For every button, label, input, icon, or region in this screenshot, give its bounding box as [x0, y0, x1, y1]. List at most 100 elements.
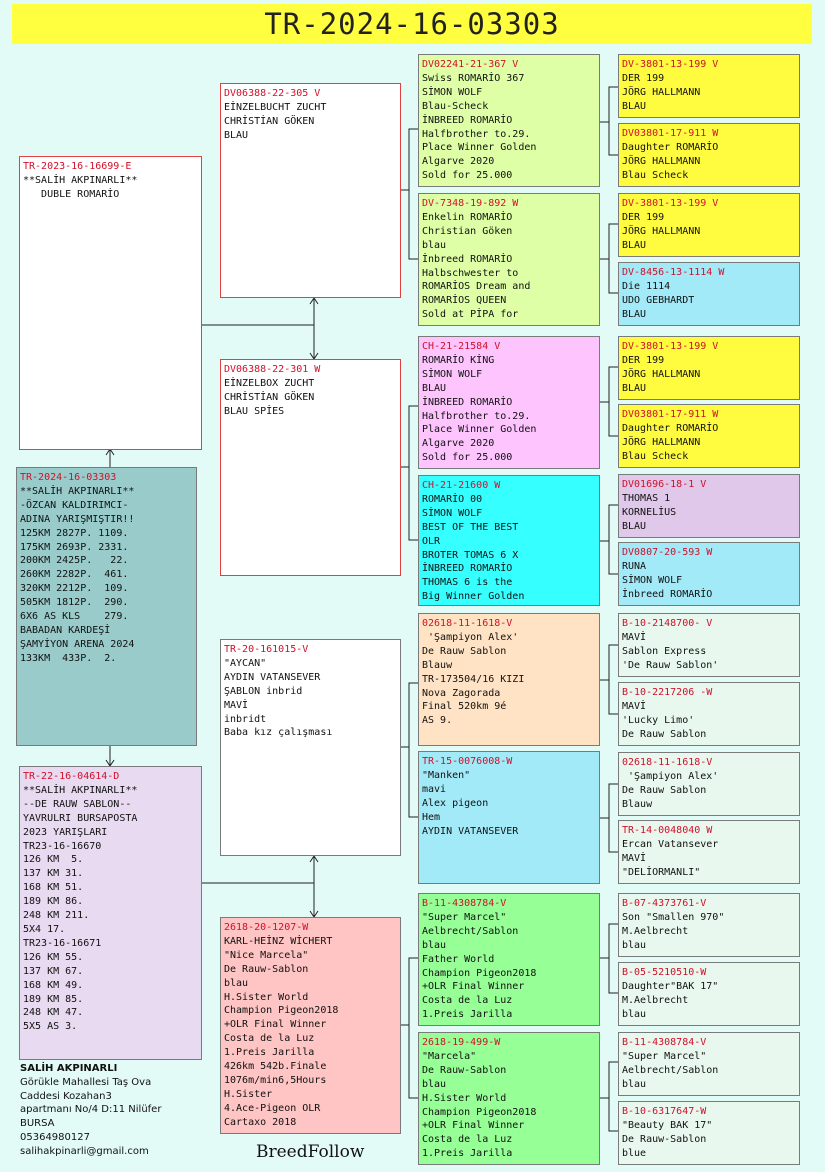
pedigree-line: BROTER TOMAS 6 X — [422, 549, 519, 561]
pedigree-line: BEST OF THE BEST — [422, 521, 519, 533]
pedigree-subject[interactable]: TR-2024-16-03303**SALİH AKPINARLI**-ÖZCA… — [16, 467, 197, 746]
pedigree-gen3-7[interactable]: B-11-4308784-V"Super Marcel"Aelbrecht/Sa… — [418, 893, 600, 1026]
pedigree-gen4-15[interactable]: B-11-4308784-V"Super Marcel"Aelbrecht/Sa… — [618, 1032, 800, 1096]
pedigree-line: Sold for 25.000 — [422, 452, 513, 464]
pedigree-line: KORNELİUS — [622, 506, 677, 518]
ring-number: DV06388-22-305 V — [224, 88, 321, 99]
pedigree-line: 175KM 2693P. 2331. — [20, 541, 129, 553]
pedigree-line: 248 KM 47. — [23, 1007, 84, 1019]
pedigree-line: Algarve 2020 — [422, 438, 495, 450]
pedigree-gen3-5[interactable]: 02618-11-1618-V 'Şampiyon Alex'De Rauw S… — [418, 613, 600, 746]
pedigree-line: De Rauw Sablon — [622, 784, 707, 796]
pedigree-line: De Rauw-Sablon — [622, 1133, 707, 1145]
pedigree-line: 168 KM 51. — [23, 882, 84, 894]
ring-number: B-10-2217206 -W — [622, 687, 713, 698]
pedigree-line: SİMON WOLF — [422, 368, 483, 380]
pedigree-line: 137 KM 31. — [23, 868, 84, 880]
pedigree-gen4-11[interactable]: 02618-11-1618-V 'Şampiyon Alex'De Rauw S… — [618, 752, 800, 816]
ring-number: B-10-2148700- V — [622, 618, 713, 629]
pedigree-line: Die 1114 — [622, 280, 671, 292]
pedigree-line: AS 9. — [422, 715, 453, 727]
pedigree-line: THOMAS 1 — [622, 492, 671, 504]
pedigree-line: ŞAMYİYON ARENA 2024 — [20, 638, 135, 650]
pedigree-line: Champion Pigeon2018 — [422, 1106, 537, 1118]
pedigree-line: Cartaxo 2018 — [224, 1116, 297, 1128]
pedigree-line: BLAU — [622, 308, 647, 320]
pedigree-line: Aelbrecht/Sablon — [622, 1064, 719, 1076]
brand-logo: BreedFollow — [256, 1142, 365, 1162]
pedigree-line: --DE RAUW SABLON-- — [23, 798, 132, 810]
owner-phone: 05364980127 — [20, 1131, 90, 1143]
ring-number: TR-14-0048040 W — [622, 825, 713, 836]
pedigree-line: H.Sister World — [422, 1092, 507, 1104]
pedigree-line: BABADAN KARDEŞİ — [20, 624, 111, 636]
ring-number: CH-21-21584 V — [422, 341, 501, 352]
owner-line: Görükle Mahallesi Taş Ova — [20, 1076, 152, 1088]
pedigree-line: Big Winner Golden — [422, 591, 525, 603]
pedigree-line: 1076m/min6,5Hours — [224, 1074, 327, 1086]
owner-email[interactable]: salihakpinarli@gmail.com — [20, 1145, 149, 1157]
pedigree-line: ADINA YARIŞMIŞTIR!! — [20, 513, 135, 525]
pedigree-line: Sablon Express — [622, 645, 707, 657]
pedigree-line: AYDIN VATANSEVER — [224, 671, 321, 683]
ring-number: B-05-5210510-W — [622, 967, 707, 978]
pedigree-line: 133KM 433P. 2. — [20, 652, 117, 664]
pedigree-line: Aelbrecht/Sablon — [422, 925, 519, 937]
pedigree-dam[interactable]: TR-22-16-04614-D**SALİH AKPINARLI**--DE … — [19, 766, 202, 1060]
pedigree-line: blau — [422, 239, 447, 251]
pedigree-line: "Manken" — [422, 769, 471, 781]
ring-number: B-10-6317647-W — [622, 1106, 707, 1117]
ring-number: 2618-19-499-W — [422, 1037, 501, 1048]
pedigree-line: CHRİSTİAN GÖKEN — [224, 115, 315, 127]
ring-number: CH-21-21600 W — [422, 480, 501, 491]
pedigree-line: "Marcela" — [422, 1050, 477, 1062]
pedigree-line: İNBREED ROMARİO — [422, 114, 513, 126]
pedigree-line: 126 KM 5. — [23, 854, 84, 866]
ring-number: DV06388-22-301 W — [224, 364, 321, 375]
ring-number: DV-7348-19-892 W — [422, 198, 519, 209]
pedigree-line: 5X5 AS 3. — [23, 1021, 78, 1033]
ring-number: TR-2023-16-16699-E — [23, 161, 132, 172]
pedigree-line: Costa de la Luz — [224, 1033, 315, 1045]
pedigree-line: inbridt — [224, 713, 267, 725]
pedigree-sire[interactable]: TR-2023-16-16699-E**SALİH AKPINARLI** DU… — [19, 156, 202, 450]
pedigree-line: 126 KM 55. — [23, 951, 84, 963]
pedigree-line: YAVRULRI BURSAPOSTA — [23, 812, 138, 824]
pedigree-line: Blau Scheck — [622, 450, 689, 462]
pedigree-gen4-16[interactable]: B-10-6317647-W"Beauty BAK 17"De Rauw-Sab… — [618, 1101, 800, 1165]
pedigree-line: EİNZELBOX ZUCHT — [224, 377, 315, 389]
pedigree-line: +OLR Final Winner — [422, 1120, 525, 1132]
pedigree-line: Halfbrother to.29. — [422, 410, 531, 422]
pedigree-line: Nova Zagorada — [422, 687, 501, 699]
owner-line: Caddesi Kozahan3 — [20, 1090, 112, 1102]
ring-number: TR-20-161015-V — [224, 644, 309, 655]
pedigree-line: İNBREED ROMARİO — [422, 563, 513, 575]
pedigree-line: BLAU — [622, 100, 647, 112]
ring-number: TR-15-0076008-W — [422, 756, 513, 767]
pedigree-line: "Super Marcel" — [622, 1050, 707, 1062]
pedigree-line: De Rauw Sablon — [422, 645, 507, 657]
